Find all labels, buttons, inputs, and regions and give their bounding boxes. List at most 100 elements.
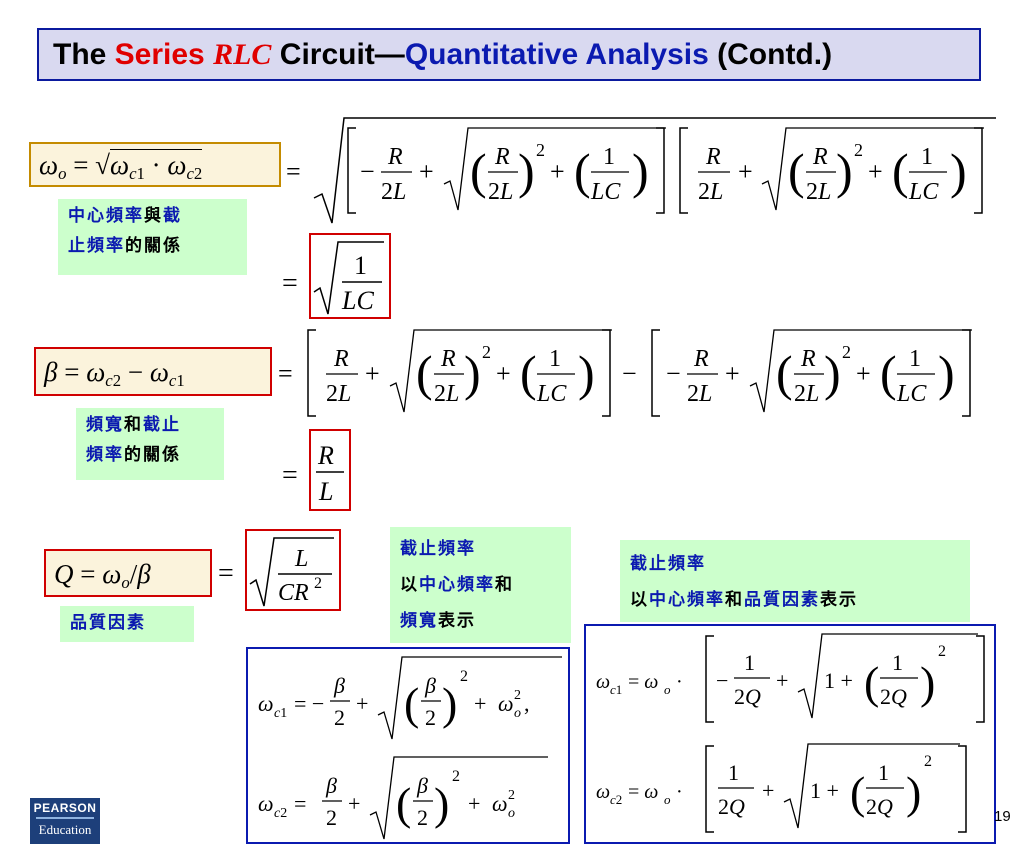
eq-box-cutoff-q: ω c1 = ω o · − 1 2Q + 1 + ( 1 2Q ) 2 ω c… xyxy=(584,624,996,844)
svg-text:2L: 2L xyxy=(794,381,819,407)
svg-text:β: β xyxy=(424,673,436,698)
svg-text:= ω: = ω xyxy=(628,671,658,693)
svg-text:=: = xyxy=(294,791,306,816)
svg-text:2: 2 xyxy=(536,140,545,160)
svg-text:+: + xyxy=(348,791,360,816)
svg-text:LC: LC xyxy=(908,179,939,205)
svg-text:c1: c1 xyxy=(610,682,622,697)
svg-text:2: 2 xyxy=(854,140,863,160)
eq-beta-box: β = ωc2 − ωc1 xyxy=(34,347,272,396)
note-bandwidth-cutoff: 頻寬和截止 頻率的關係 xyxy=(76,408,224,480)
svg-text:o: o xyxy=(508,806,515,821)
svg-text:+: + xyxy=(725,359,740,388)
svg-text:= ω: = ω xyxy=(628,781,658,803)
svg-text:): ) xyxy=(938,345,955,401)
title-rlc: RLC xyxy=(213,38,272,71)
svg-text:2Q: 2Q xyxy=(718,794,745,819)
svg-text:2: 2 xyxy=(460,668,468,685)
svg-text:β: β xyxy=(416,773,428,798)
svg-text:): ) xyxy=(434,778,449,829)
svg-text:+: + xyxy=(356,691,368,716)
svg-text:R: R xyxy=(705,144,721,170)
svg-text:o: o xyxy=(514,706,521,721)
svg-text:): ) xyxy=(518,143,535,199)
eq-box-cutoff-beta: ω c1 = − β 2 + ( β 2 ) 2 + ω o 2 , ω c2 … xyxy=(246,647,570,844)
svg-text:+: + xyxy=(550,157,565,186)
svg-text:): ) xyxy=(578,345,595,401)
svg-text:LC: LC xyxy=(536,381,567,407)
svg-text:ω: ω xyxy=(492,791,508,816)
svg-text:2L: 2L xyxy=(698,179,723,205)
note-cutoff-by-center-bandwidth: 截止頻率 以中心頻率和 頻寬表示 xyxy=(390,527,571,643)
svg-text:(: ( xyxy=(880,345,897,401)
svg-text:−: − xyxy=(360,157,375,186)
title-the: The xyxy=(53,38,115,71)
eq-q-sqrt: = L CR 2 xyxy=(218,529,341,611)
eq-cutoff-q-svg: ω c1 = ω o · − 1 2Q + 1 + ( 1 2Q ) 2 ω c… xyxy=(596,633,985,833)
svg-text:2L: 2L xyxy=(687,381,712,407)
svg-text:L: L xyxy=(294,546,308,572)
svg-text:2: 2 xyxy=(326,805,337,830)
svg-text:R: R xyxy=(812,144,828,170)
title-series: Series xyxy=(114,38,214,71)
note-cutoff-by-center-q: 截止頻率 以中心頻率和品質因素表示 xyxy=(620,540,970,622)
svg-text:R: R xyxy=(494,144,510,170)
eq-sqrt-1-over-lc: = 1 LC xyxy=(282,233,391,319)
svg-text:1 +: 1 + xyxy=(810,778,839,803)
svg-text:(: ( xyxy=(788,143,805,199)
svg-text:c2: c2 xyxy=(274,806,287,821)
svg-text:(: ( xyxy=(396,778,411,829)
svg-text:=: = xyxy=(278,359,293,388)
svg-text:c1: c1 xyxy=(274,706,287,721)
svg-text:2Q: 2Q xyxy=(734,684,761,709)
svg-text:R: R xyxy=(317,441,334,470)
svg-text:(: ( xyxy=(574,143,591,199)
svg-text:c2: c2 xyxy=(610,792,622,807)
svg-text:1: 1 xyxy=(744,650,755,675)
eq-omega0-expansion: = − R 2L + ( R 2L ) 2 + ( 1 LC ) R 2L + … xyxy=(286,117,996,224)
svg-text:o: o xyxy=(664,792,671,807)
svg-text:2L: 2L xyxy=(806,179,831,205)
svg-text:ω: ω xyxy=(258,791,274,816)
svg-text:R: R xyxy=(800,346,816,372)
svg-text:2L: 2L xyxy=(326,381,351,407)
svg-text:LC: LC xyxy=(341,286,374,315)
svg-text:2: 2 xyxy=(452,768,460,785)
svg-text:): ) xyxy=(824,345,841,401)
eq-cutoff-beta-svg: ω c1 = − β 2 + ( β 2 ) 2 + ω o 2 , ω c2 … xyxy=(258,656,562,840)
svg-text:): ) xyxy=(950,143,967,199)
svg-text:R: R xyxy=(440,346,456,372)
svg-text:(: ( xyxy=(416,345,433,401)
svg-text:LC: LC xyxy=(590,179,621,205)
slide-title: The Series RLC Circuit—Quantitative Anal… xyxy=(37,28,981,81)
svg-text:2: 2 xyxy=(482,342,491,362)
svg-text:2: 2 xyxy=(938,643,946,660)
svg-text:=: = xyxy=(286,157,301,186)
svg-text:+: + xyxy=(762,778,774,803)
svg-text:2: 2 xyxy=(514,688,521,703)
svg-text:−: − xyxy=(622,359,637,388)
pearson-logo: PEARSON Education xyxy=(30,798,100,844)
svg-text:(: ( xyxy=(520,345,537,401)
svg-text:2L: 2L xyxy=(434,381,459,407)
svg-text:2L: 2L xyxy=(488,179,513,205)
eq-beta-expansion: = R 2L + ( R 2L ) 2 + ( 1 LC ) − − R 2L … xyxy=(278,329,972,417)
svg-text:+: + xyxy=(856,359,871,388)
svg-text:ω: ω xyxy=(258,691,274,716)
svg-text:1: 1 xyxy=(909,346,921,372)
svg-text:= −: = − xyxy=(294,691,324,716)
svg-text:LC: LC xyxy=(896,381,927,407)
title-quant: Quantitative Analysis xyxy=(404,38,709,71)
svg-text:,: , xyxy=(524,691,530,716)
svg-text:2Q: 2Q xyxy=(880,684,907,709)
svg-text:β: β xyxy=(333,673,345,698)
svg-text:1: 1 xyxy=(728,760,739,785)
svg-text:(: ( xyxy=(470,143,487,199)
svg-text:): ) xyxy=(920,657,935,708)
svg-text:2: 2 xyxy=(417,805,428,830)
svg-text:(: ( xyxy=(776,345,793,401)
svg-text:1: 1 xyxy=(603,144,615,170)
svg-text:−: − xyxy=(716,668,728,693)
page-number: 19 xyxy=(994,808,1011,825)
svg-text:+: + xyxy=(868,157,883,186)
